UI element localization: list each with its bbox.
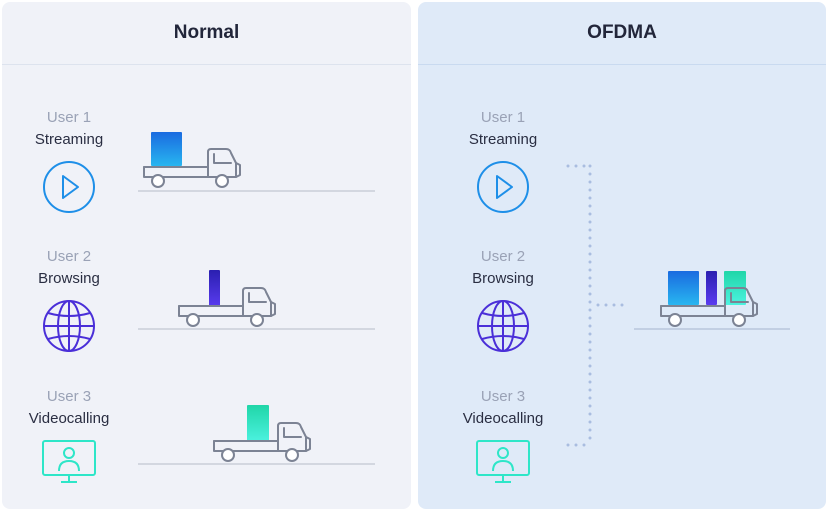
play-icon: [43, 161, 95, 213]
video-call-monitor-icon: [42, 440, 96, 483]
play-icon: [477, 161, 529, 213]
ofdma-panel-header: OFDMA: [418, 2, 826, 65]
user-task: Streaming: [34, 131, 104, 148]
user-number: User 2: [480, 248, 526, 265]
user-number: User 3: [480, 388, 526, 405]
cargo-streaming: [668, 271, 699, 305]
ofdma-user-1: User 1 Streaming: [443, 108, 563, 214]
cargo-streaming: [151, 132, 182, 166]
user-number: User 2: [46, 248, 92, 265]
normal-panel: Normal User 1 Streaming User 2 Browsing …: [2, 2, 411, 509]
user-number: User 1: [480, 109, 526, 126]
normal-panel-title: Normal: [173, 22, 240, 43]
globe-icon: [43, 300, 95, 352]
video-call-monitor-icon: [476, 440, 530, 483]
user-task: Streaming: [468, 131, 538, 148]
normal-user-1: User 1 Streaming: [9, 108, 129, 214]
user-number: User 3: [46, 388, 92, 405]
normal-user-3: User 3 Videocalling: [9, 387, 129, 485]
user-task: Videocalling: [462, 410, 544, 427]
truck-icon: [178, 287, 276, 327]
cargo-videocalling: [247, 405, 269, 442]
ofdma-panel-title: OFDMA: [587, 22, 657, 43]
user-task: Browsing: [472, 270, 534, 287]
ofdma-user-2: User 2 Browsing: [443, 247, 563, 353]
ofdma-connector: [566, 164, 626, 447]
ofdma-panel: OFDMA User 1 Streaming User 2 Browsing U…: [418, 2, 826, 509]
user-task: Browsing: [38, 270, 100, 287]
globe-icon: [477, 300, 529, 352]
user-number: User 1: [46, 109, 92, 126]
cargo-browsing: [209, 270, 220, 307]
user-task: Videocalling: [28, 410, 110, 427]
normal-user-2: User 2 Browsing: [9, 247, 129, 353]
normal-panel-header: Normal: [2, 2, 411, 65]
cargo-browsing: [706, 271, 717, 305]
ofdma-user-3: User 3 Videocalling: [443, 387, 563, 485]
